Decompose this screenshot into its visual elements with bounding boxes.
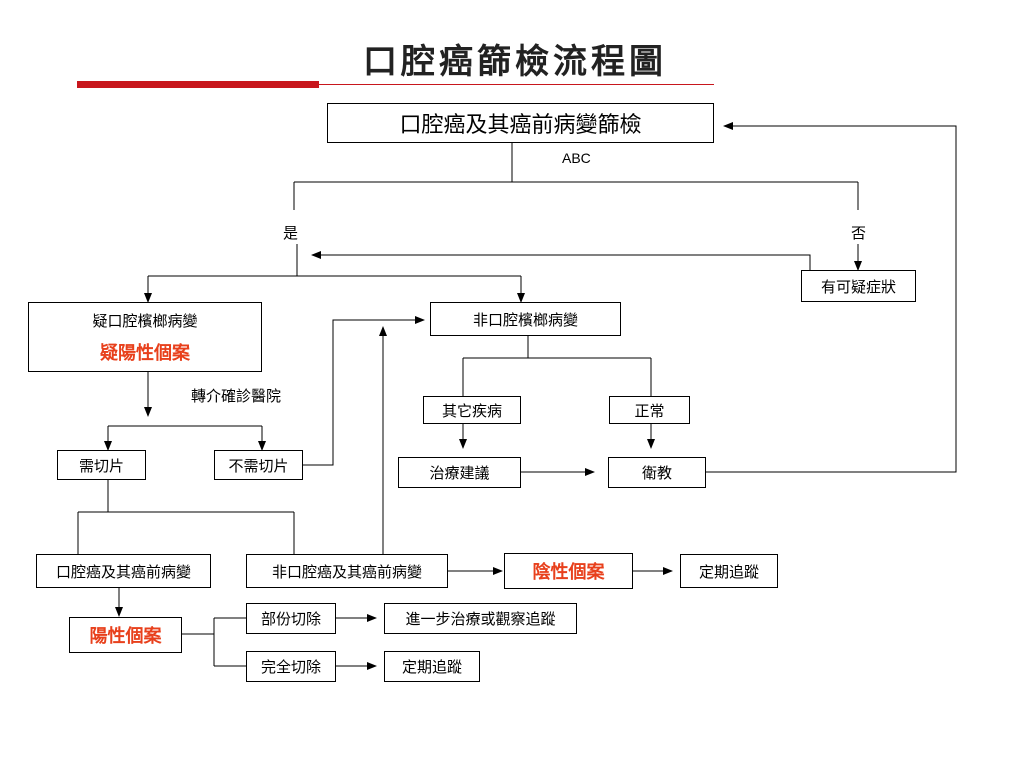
suspect-lesion-box: 疑口腔檳榔病變 疑陽性個案 (28, 302, 262, 372)
normal-box: 正常 (609, 396, 690, 424)
symptoms-box: 有可疑症狀 (801, 270, 916, 302)
health-education-box: 衛教 (608, 457, 706, 488)
referral-label: 轉介確診醫院 (191, 387, 282, 405)
title-underline-thick (77, 81, 319, 88)
periodic-followup-box-2: 定期追蹤 (384, 651, 480, 682)
yes-label: 是 (283, 224, 299, 242)
suspect-lesion-label: 疑口腔檳榔病變 (92, 311, 198, 330)
non-cancer-lesion-box: 非口腔癌及其癌前病變 (246, 554, 448, 588)
page-title: 口腔癌篩檢流程圖 (363, 42, 667, 82)
non-lesion-box: 非口腔檳榔病變 (430, 302, 621, 336)
need-biopsy-box: 需切片 (57, 450, 146, 480)
partial-excision-box: 部份切除 (246, 603, 336, 634)
negative-case-box: 陰性個案 (504, 553, 633, 589)
no-label: 否 (851, 224, 867, 242)
no-biopsy-box: 不需切片 (214, 450, 303, 480)
positive-case-box: 陽性個案 (69, 617, 182, 653)
abc-label: ABC (562, 150, 591, 166)
cancer-lesion-box: 口腔癌及其癌前病變 (36, 554, 211, 588)
periodic-followup-box-1: 定期追蹤 (680, 554, 778, 588)
title-underline-thin (319, 84, 714, 85)
suspect-positive-label: 疑陽性個案 (100, 342, 190, 364)
other-disease-box: 其它疾病 (423, 396, 521, 424)
complete-excision-box: 完全切除 (246, 651, 336, 682)
screening-box: 口腔癌及其癌前病變篩檢 (327, 103, 714, 143)
treatment-advice-box: 治療建議 (398, 457, 521, 488)
further-treatment-box: 進一步治療或觀察追蹤 (384, 603, 577, 634)
